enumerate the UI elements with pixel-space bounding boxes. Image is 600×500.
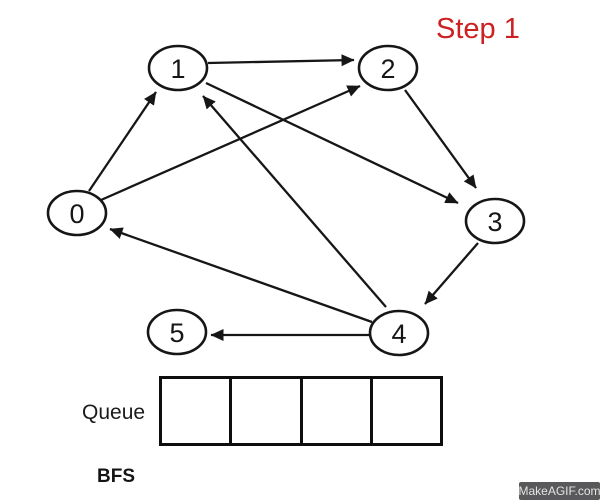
graph-edge-0-to-1 [88,91,157,192]
graph-node-5: 5 [146,308,208,356]
node-circle-3 [464,197,526,245]
graph-nodes: 0 1 2 3 4 5 [46,44,526,357]
step-title: Step 1 [436,13,520,45]
graph-node-3: 3 [464,197,526,245]
queue-label: Queue [82,401,146,424]
graph-edge-1-to-3 [205,81,459,205]
graph-edge-2-to-3 [404,89,477,189]
graph-edges [88,54,479,341]
node-label-1: 1 [170,54,185,84]
node-label-3: 3 [487,207,502,237]
queue-cell-1 [229,379,300,443]
node-circle-1 [147,44,209,92]
queue-cell-3 [369,379,440,443]
makeagif-watermark: MakeAGIF.com [518,482,600,500]
queue-cells-container [159,376,443,446]
queue-cell-2 [299,379,370,443]
graph-node-4: 4 [368,309,430,357]
algorithm-label: BFS [97,466,135,487]
graph-edge-4-to-0 [109,227,373,324]
node-circle-2 [357,44,419,92]
queue-cell-0 [162,379,230,443]
graph-node-2: 2 [357,44,419,92]
node-label-2: 2 [380,54,395,84]
graph-edge-3-to-4 [424,242,479,305]
graph-node-0: 0 [46,189,108,237]
node-label-4: 4 [391,319,406,349]
node-label-5: 5 [169,318,184,348]
node-circle-5 [146,308,208,356]
graph-node-1: 1 [147,44,209,92]
graph-edge-0-to-2 [100,84,361,202]
node-label-0: 0 [69,199,84,229]
graph-edge-4-to-1 [202,95,387,308]
graph-edge-1-to-2 [207,54,355,67]
node-circle-4 [368,309,430,357]
node-circle-0 [46,189,108,237]
